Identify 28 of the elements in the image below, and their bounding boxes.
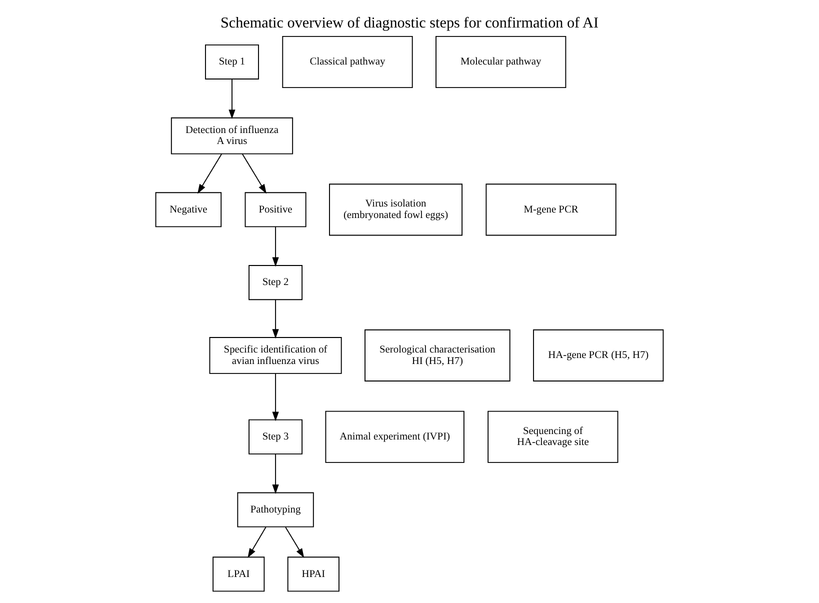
arrow [272, 226, 279, 267]
diagram-title: Schematic overview of diagnostic steps for confirmation of AI [220, 16, 599, 32]
node-box: Negative [155, 192, 222, 228]
arrow [285, 526, 304, 558]
arrow [198, 153, 222, 194]
node-box: Specific identification of avian influenza virus [209, 337, 342, 374]
node-box: HA-gene PCR (H5, H7) [533, 329, 664, 382]
node-box: Detection of influenza A virus [170, 117, 294, 154]
node-box: Positive [244, 192, 306, 228]
arrow [272, 299, 279, 339]
node-box: Classical pathway [282, 36, 413, 88]
node-box: Serological characterisation HI (H5, H7) [364, 329, 510, 382]
node-box: Step 3 [248, 419, 303, 454]
arrow [242, 153, 266, 194]
node-box: HPAI [287, 556, 340, 592]
node-box: Molecular pathway [436, 36, 566, 88]
node-box: Step 2 [248, 265, 303, 300]
arrow [228, 78, 236, 120]
node-box: LPAI [212, 556, 265, 592]
node-box: Pathotyping [237, 492, 314, 528]
node-box: Step 1 [205, 44, 259, 80]
node-box: M-gene PCR [486, 184, 616, 236]
arrow [248, 526, 266, 558]
node-box: Sequencing of HA-cleavage site [488, 410, 618, 463]
arrow [272, 373, 279, 422]
arrow [272, 453, 279, 494]
node-box: Animal experiment (IVPI) [325, 410, 464, 463]
node-box: Virus isolation (embryonated fowl eggs) [329, 184, 463, 236]
